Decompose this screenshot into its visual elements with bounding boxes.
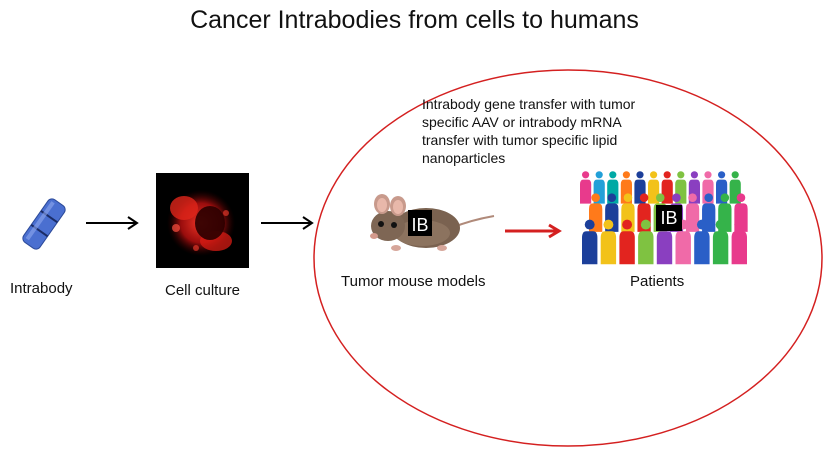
person-figure <box>694 219 710 265</box>
description-line: nanoparticles <box>422 150 506 166</box>
tumor-mouse-models-label: Tumor mouse models <box>341 273 486 290</box>
person-figure <box>582 219 598 265</box>
description-line: transfer with tumor specific lipid <box>422 132 618 148</box>
person-figure <box>580 171 592 204</box>
person-figure <box>685 193 700 232</box>
intrabody-label: Intrabody <box>10 280 73 297</box>
description-line: specific AAV or intrabody mRNA <box>422 114 622 130</box>
person-figure <box>638 219 654 265</box>
person-figure <box>600 219 617 265</box>
cell-culture-image <box>156 173 249 268</box>
description-text: Intrabody gene transfer with tumor speci… <box>422 95 722 167</box>
patients-ib-badge: IB <box>656 205 682 231</box>
arrow-cell-to-mouse <box>261 216 314 230</box>
arrow-intrabody-to-cell <box>86 216 139 230</box>
patients-label: Patients <box>630 273 685 290</box>
cell-culture-label: Cell culture <box>165 282 241 299</box>
person-figure <box>619 219 635 265</box>
mouse-ib-badge: IB <box>411 215 429 235</box>
person-figure <box>712 219 729 265</box>
arrow-mouse-to-patients <box>505 223 562 239</box>
person-figure <box>731 219 747 265</box>
description-line: Intrabody gene transfer with tumor <box>422 96 636 112</box>
intrabody-icon <box>22 198 66 250</box>
mouse-image <box>370 194 495 251</box>
diagram-title: Cancer Intrabodies from cells to humans <box>190 6 639 34</box>
